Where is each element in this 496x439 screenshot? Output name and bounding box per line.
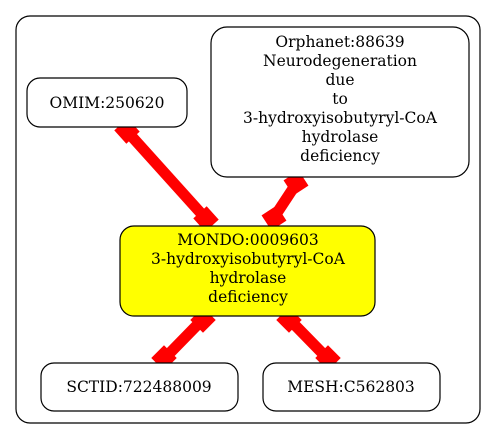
node-orphanet-line: due [325, 71, 354, 89]
edge-end-marker [193, 206, 219, 232]
node-mondo-line: hydrolase [210, 269, 287, 287]
cluster-boundary [15, 15, 481, 424]
node-sctid-label: SCTID:722488009 [66, 378, 211, 396]
node-mondo[interactable]: MONDO:0009603 3-hydroxyisobutyryl-CoA hy… [119, 225, 376, 317]
edge-mondo-mesh [276, 307, 341, 371]
node-mesh[interactable]: MESH:C562803 [262, 362, 441, 412]
node-sctid-box [40, 362, 239, 412]
edge-mondo-sctid [151, 307, 216, 371]
node-orphanet-line: deficiency [300, 147, 380, 165]
node-orphanet-line: Orphanet:88639 [275, 33, 404, 51]
node-mesh-label: MESH:C562803 [287, 378, 415, 396]
node-omim-box [26, 77, 188, 128]
node-orphanet-line: to [332, 90, 348, 108]
node-mondo-box [119, 225, 376, 317]
edge-omim-mondo [114, 118, 219, 232]
node-mondo-line: deficiency [208, 288, 288, 306]
node-orphanet-box [210, 26, 470, 178]
node-orphanet-line: Neurodegeneration [263, 52, 417, 70]
edge-orphanet-mondo [261, 170, 309, 231]
node-sctid[interactable]: SCTID:722488009 [40, 362, 239, 412]
node-orphanet-line: 3-hydroxyisobutyryl-CoA [243, 109, 438, 127]
edge-end-marker [261, 205, 287, 231]
node-mesh-box [262, 362, 441, 412]
edge-line [120, 125, 212, 224]
node-omim[interactable]: OMIM:250620 [26, 77, 188, 128]
node-omim-label: OMIM:250620 [50, 94, 165, 112]
node-mondo-line: MONDO:0009603 [177, 231, 319, 249]
node-mondo-line: 3-hydroxyisobutyryl-CoA [151, 250, 346, 268]
node-orphanet[interactable]: Orphanet:88639 Neurodegeneration due to … [210, 26, 470, 178]
node-orphanet-line: hydrolase [302, 128, 379, 146]
